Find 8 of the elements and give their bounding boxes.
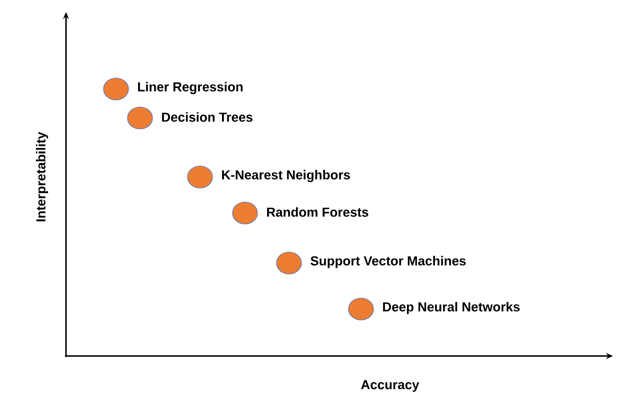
- point-label: Support Vector Machines: [310, 256, 466, 268]
- axis-title: Interpretability: [36, 132, 48, 222]
- axis-title: Accuracy: [361, 380, 420, 392]
- point-label: Liner Regression: [138, 82, 243, 94]
- point-label: K-Nearest Neighbors: [222, 170, 350, 182]
- point-label: Deep Neural Networks: [383, 302, 520, 314]
- point-label: Random Forests: [267, 207, 368, 217]
- point-label: Decision Trees: [162, 112, 252, 122]
